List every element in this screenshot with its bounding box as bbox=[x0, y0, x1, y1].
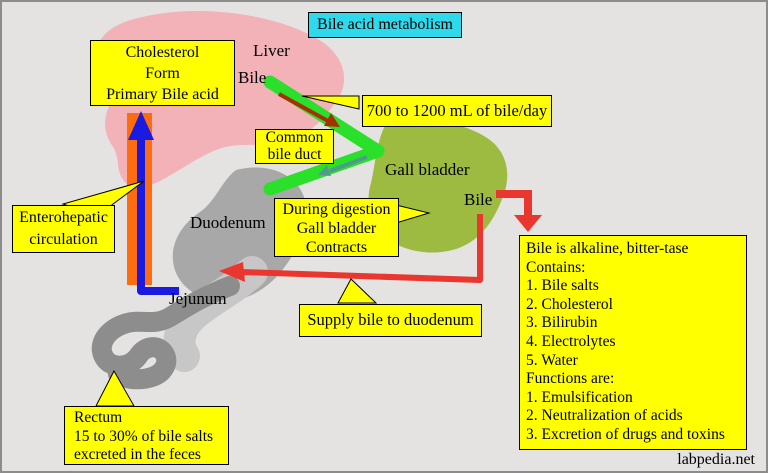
during-digestion-line: During digestion bbox=[282, 201, 391, 218]
enterohepatic-line: circulation bbox=[29, 231, 98, 248]
bile-info-line: 3. Excretion of drugs and toxins bbox=[526, 425, 725, 443]
gall-bladder-label: Gall bladder bbox=[385, 160, 470, 179]
bile-info-line: Bile is alkaline, bitter-tase bbox=[526, 240, 689, 257]
title-text: Bile acid metabolism bbox=[317, 16, 453, 33]
watermark: labpedia.net bbox=[677, 451, 755, 468]
title-box: Bile acid metabolism bbox=[308, 12, 462, 38]
cholesterol-box-line: Form bbox=[145, 65, 180, 82]
enterohepatic-line: Enterohepatic bbox=[19, 209, 108, 226]
bile-info-line: 2. Neutralization of acids bbox=[526, 407, 683, 425]
bile-duct-line bbox=[263, 75, 385, 196]
common-bile-duct-box: Common bile duct bbox=[255, 129, 334, 164]
liver-bile-flow-arrow bbox=[278, 92, 340, 127]
during-digestion-line: Gall bladder bbox=[296, 220, 377, 237]
gall-bladder-bile-label: Bile bbox=[464, 190, 493, 209]
cholesterol-box-line: Primary Bile acid bbox=[106, 86, 219, 103]
bile-per-day-text: 700 to 1200 mL of bile/day bbox=[366, 101, 548, 120]
during-digestion-line: Contracts bbox=[305, 239, 368, 256]
bile-info-line: 1. Emulsification bbox=[526, 388, 633, 406]
callout-pointer-bile-per-day bbox=[301, 95, 360, 110]
supply-bile-text: Supply bile to duodenum bbox=[307, 310, 474, 329]
rectum-box: Rectum 15 to 30% of bile salts excreted … bbox=[64, 406, 229, 465]
bile-info-line: 5. Water bbox=[526, 351, 578, 369]
liver-label: Liver bbox=[253, 41, 290, 60]
bile-info-line: Contains: bbox=[526, 258, 586, 276]
duodenum-shape bbox=[172, 167, 307, 302]
cholesterol-box: Cholesterol Form Primary Bile acid bbox=[90, 40, 235, 106]
bile-info-line: 2. Cholesterol bbox=[526, 295, 613, 313]
during-digestion-box: During digestion Gall bladder Contracts bbox=[274, 198, 399, 257]
rectum-line: 15 to 30% of bile salts bbox=[74, 427, 214, 445]
bile-per-day-box: 700 to 1200 mL of bile/day bbox=[362, 95, 552, 127]
callout-pointer-supply bbox=[337, 278, 378, 304]
bile-info-line: 4. Electrolytes bbox=[526, 332, 616, 350]
supply-bile-arrow bbox=[219, 214, 483, 283]
bile-release-arrow bbox=[496, 190, 542, 232]
liver-bile-label: Bile bbox=[238, 68, 267, 87]
enterohepatic-circulation-box: Enterohepatic circulation bbox=[12, 205, 115, 253]
jejunum-label: Jejunum bbox=[169, 289, 227, 308]
colon-rectum-shape bbox=[91, 276, 240, 390]
bile-info-line: 1. Bile salts bbox=[526, 277, 599, 295]
bile-info-box: Bile is alkaline, bitter-tase Contains: … bbox=[519, 235, 747, 450]
bile-info-line: Functions are: bbox=[526, 370, 615, 388]
rectum-line: excreted in the feces bbox=[74, 446, 201, 463]
duodenum-label: Duodenum bbox=[190, 213, 266, 232]
cholesterol-box-line: Cholesterol bbox=[125, 44, 200, 61]
duct-to-duodenum-arrow bbox=[318, 155, 368, 176]
enterohepatic-blue-arrow bbox=[128, 111, 179, 295]
supply-bile-box: Supply bile to duodenum bbox=[299, 304, 482, 337]
bile-info-line: 3. Bilirubin bbox=[526, 314, 598, 332]
common-bile-duct-line: bile duct bbox=[267, 145, 322, 163]
rectum-line: Rectum bbox=[74, 409, 123, 426]
common-bile-duct-line: Common bbox=[265, 129, 324, 146]
